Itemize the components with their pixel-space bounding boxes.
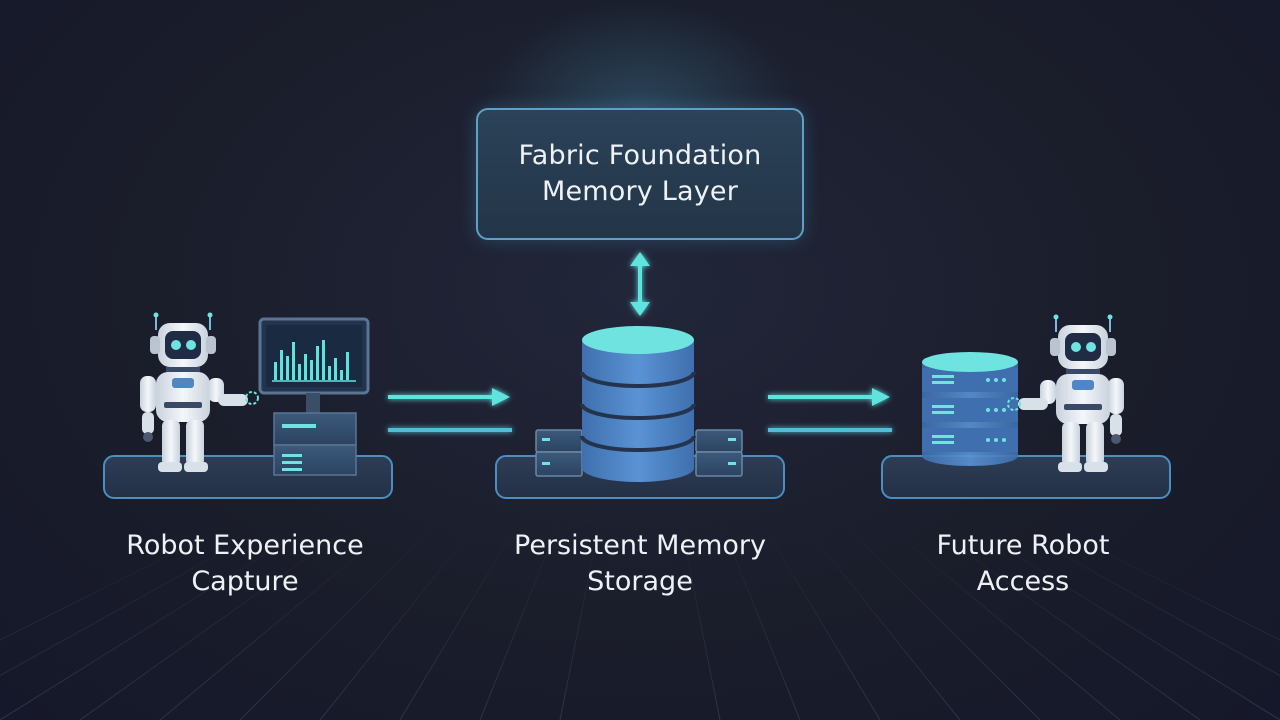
server-stack-icon — [922, 352, 1018, 466]
arrow-capture-to-storage — [388, 388, 512, 432]
memory-layer-title-line2: Memory Layer — [541, 176, 739, 207]
top-glow — [480, 0, 800, 110]
caption-persistent-memory-storage: Persistent Memory Storage — [470, 528, 810, 600]
caption-center-line2: Storage — [587, 566, 693, 597]
bidirectional-arrow-icon — [630, 252, 650, 316]
platform-right — [881, 455, 1171, 499]
caption-left-line1: Robot Experience — [126, 530, 364, 561]
caption-right-line1: Future Robot — [936, 530, 1110, 561]
robot-left-icon — [140, 312, 259, 472]
monitor-chart-icon — [258, 317, 370, 476]
caption-right-line2: Access — [976, 566, 1070, 597]
robot-right-icon — [1007, 314, 1124, 472]
caption-robot-experience-capture: Robot Experience Capture — [75, 528, 415, 600]
memory-layer-node: Fabric Foundation Memory Layer — [476, 108, 804, 240]
caption-left-line2: Capture — [191, 566, 299, 597]
memory-layer-title-line1: Fabric Foundation — [518, 140, 762, 171]
database-icon — [535, 326, 743, 482]
arrow-storage-to-access — [768, 388, 892, 432]
caption-center-line1: Persistent Memory — [514, 530, 766, 561]
caption-future-robot-access: Future Robot Access — [853, 528, 1193, 600]
